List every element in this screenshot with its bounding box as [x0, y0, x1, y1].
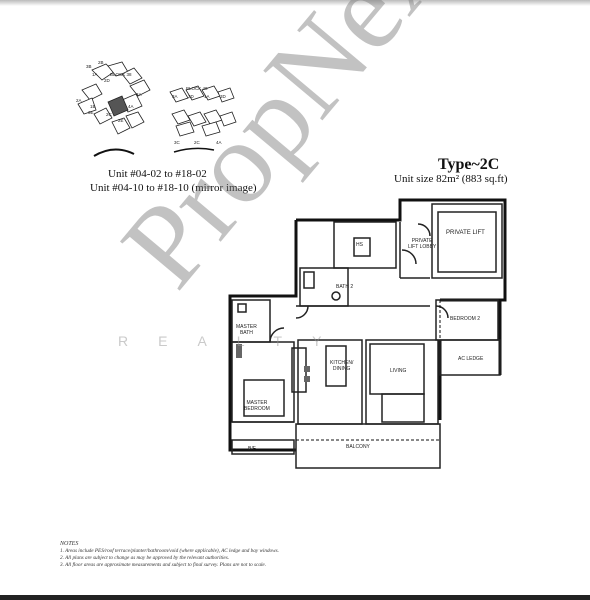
- room-master-bath: MASTER BATH: [236, 324, 257, 336]
- block-40-label: BLOCK 40: [186, 86, 208, 91]
- block-38-label: BLOCK 38: [110, 72, 132, 77]
- notes-section: NOTES 1. Areas include PES/roof terrace/…: [60, 541, 279, 569]
- unit-size: Unit size 82m² (883 sq.ft): [394, 173, 508, 185]
- key-unit-label: 4A: [128, 104, 134, 109]
- note-item: 1. Areas include PES/roof terrace/plante…: [60, 548, 279, 554]
- note-item: 3. All floor areas are approximate measu…: [60, 562, 266, 568]
- key-unit-label: 1B: [90, 104, 96, 109]
- key-unit-label: 3D: [220, 94, 226, 99]
- key-unit-label: 4A: [216, 140, 222, 145]
- key-unit-label: 2D: [104, 78, 110, 83]
- room-bath-2: BATH 2: [336, 284, 354, 290]
- room-master-bedroom: MASTER BEDROOM: [244, 400, 270, 412]
- unit-type-title: Type~2C: [438, 156, 500, 173]
- key-plan: [77, 61, 237, 157]
- key-unit-label: 1A: [92, 72, 98, 77]
- room-bay-window: B/F: [248, 446, 256, 452]
- top-edge: [0, 0, 590, 6]
- room-kitchen-dining: KITCHEN/ DINING: [330, 360, 354, 372]
- room-ac-ledge: AC LEDGE: [458, 356, 484, 362]
- key-unit-label: 2D: [188, 94, 194, 99]
- unit-range-mirror-line: Unit #04-10 to #18-10 (mirror image): [90, 182, 257, 194]
- key-unit-label: 1A: [204, 94, 210, 99]
- key-unit-label: 3A: [136, 92, 142, 97]
- room-private-lift: PRIVATE LIFT: [446, 230, 485, 236]
- notes-heading: NOTES: [60, 541, 79, 547]
- propnex-watermark-sub: REALTY: [118, 333, 352, 349]
- room-balcony: BALCONY: [346, 444, 370, 450]
- room-living: LIVING: [390, 368, 407, 374]
- key-unit-label: 3E: [88, 110, 94, 115]
- room-private-lift-lobby: PRIVATE LIFT LOBBY: [408, 238, 437, 250]
- key-unit-label: 2E: [118, 118, 124, 123]
- room-hs: HS: [356, 242, 363, 248]
- note-item: 2. All plans are subject to change as ma…: [60, 555, 230, 561]
- key-unit-label: 2C: [106, 112, 112, 117]
- room-bedroom-2: BEDROOM 2: [450, 316, 481, 322]
- key-unit-label: 3B: [86, 64, 92, 69]
- key-unit-label: 2C: [194, 140, 200, 145]
- unit-range-line: Unit #04-02 to #18-02: [108, 168, 207, 180]
- key-unit-label: 3C: [174, 140, 180, 145]
- key-unit-label: 2B: [98, 60, 104, 65]
- key-unit-label: 2A: [76, 98, 82, 103]
- key-unit-label: 3A: [172, 94, 178, 99]
- bottom-edge: [0, 595, 590, 600]
